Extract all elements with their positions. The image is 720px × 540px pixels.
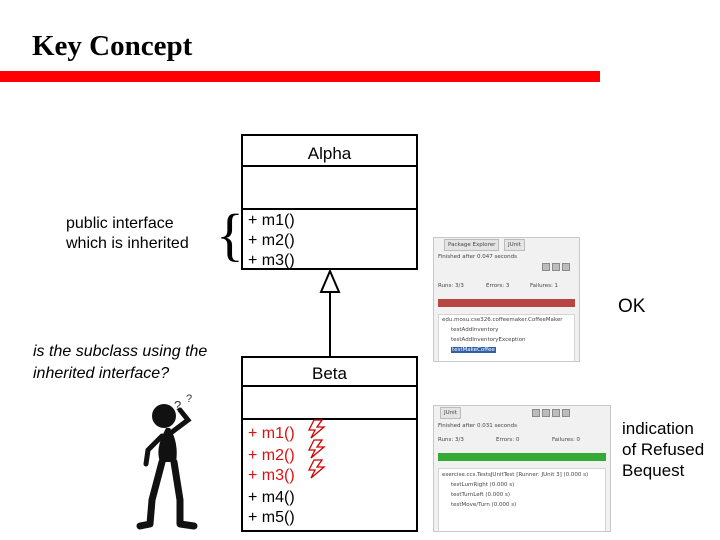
beta-method-m4: + m4() bbox=[248, 489, 295, 506]
beta-class-name: Beta bbox=[312, 364, 347, 383]
refused-markers bbox=[307, 419, 326, 479]
alpha-attribute-divider bbox=[243, 208, 416, 210]
inherited-note-line1: public interface bbox=[66, 215, 174, 232]
junit-progress-bar-red bbox=[438, 299, 575, 307]
lightning-icon bbox=[307, 459, 326, 479]
lightning-icon bbox=[307, 439, 326, 459]
lightning-icon bbox=[307, 419, 326, 439]
refused-bequest-line3: Bequest bbox=[622, 461, 685, 480]
junit-errors: Errors: 0 bbox=[496, 437, 520, 443]
beta-method-m1: + m1() bbox=[248, 425, 295, 442]
tree-item-test[interactable]: testAddInventoryException bbox=[451, 337, 526, 343]
tree-item-suite[interactable]: edu.mosu.cse326.coffeemaker.CoffeeMaker bbox=[442, 317, 563, 323]
beta-method-m5: + m5() bbox=[248, 509, 295, 526]
tab-junit[interactable]: JUnit bbox=[440, 407, 461, 419]
tree-item-test[interactable]: testLumRight (0.000 s) bbox=[451, 482, 515, 488]
alpha-method-m1: + m1() bbox=[248, 212, 295, 229]
tab-junit[interactable]: JUnit bbox=[504, 239, 525, 251]
curly-brace-icon: { bbox=[216, 202, 244, 267]
beta-class-box: Beta + m1() + m2() + m3() + m4() + m5() bbox=[241, 356, 418, 532]
toolbar-next-icon[interactable] bbox=[542, 263, 550, 271]
svg-text:?: ? bbox=[174, 398, 181, 413]
tree-item-test[interactable]: testMove/Turn (0.000 s) bbox=[451, 502, 517, 508]
tree-item-test-selected[interactable]: testMakeCoffee bbox=[451, 347, 496, 353]
beta-method-m3: + m3() bbox=[248, 467, 295, 484]
alpha-class-box: Alpha + m1() + m2() + m3() bbox=[241, 134, 418, 270]
beta-name-divider bbox=[243, 385, 416, 387]
refused-bequest-line1: indication bbox=[622, 419, 694, 438]
svg-text:?: ? bbox=[186, 393, 192, 405]
junit-runs: Runs: 3/3 bbox=[438, 283, 464, 289]
alpha-name-divider bbox=[243, 165, 416, 167]
toolbar-stop-icon[interactable] bbox=[562, 409, 570, 417]
toolbar-next-icon[interactable] bbox=[532, 409, 540, 417]
junit-failures: Failures: 1 bbox=[530, 283, 559, 289]
toolbar-rerun-icon[interactable] bbox=[552, 409, 560, 417]
junit-panel-failing: Package Explorer JUnit Finished after 0.… bbox=[433, 237, 580, 362]
refused-bequest-line2: of Refused bbox=[622, 440, 705, 459]
slide-title: Key Concept bbox=[32, 30, 193, 62]
junit-status: Finished after 0.047 seconds bbox=[438, 254, 518, 260]
junit-runs: Runs: 3/3 bbox=[438, 437, 464, 443]
toolbar-prev-icon[interactable] bbox=[552, 263, 560, 271]
junit-status: Finished after 0.031 seconds bbox=[438, 423, 518, 429]
beta-method-m2: + m2() bbox=[248, 447, 295, 464]
junit-panel-passing: JUnit Finished after 0.031 seconds Runs:… bbox=[433, 405, 611, 532]
inheritance-arrowhead bbox=[319, 268, 341, 293]
inherited-note-line2: which is inherited bbox=[66, 235, 189, 252]
junit-failures: Failures: 0 bbox=[552, 437, 581, 443]
title-underline bbox=[0, 71, 600, 82]
tree-item-suite[interactable]: exercise.ccs.TestsJUnitTest [Runner: JUn… bbox=[442, 472, 589, 478]
question-note-line1: is the subclass using the bbox=[33, 343, 208, 360]
question-note-line2: inherited interface? bbox=[33, 365, 170, 382]
junit-test-tree: edu.mosu.cse326.coffeemaker.CoffeeMaker … bbox=[438, 314, 575, 361]
junit-errors: Errors: 3 bbox=[486, 283, 510, 289]
junit-test-tree: exercise.ccs.TestsJUnitTest [Runner: JUn… bbox=[438, 468, 606, 531]
tree-item-test[interactable]: testTurnLeft (0.000 s) bbox=[451, 492, 510, 498]
alpha-class-name: Alpha bbox=[307, 144, 352, 163]
toolbar-rerun-icon[interactable] bbox=[562, 263, 570, 271]
inheritance-arrow bbox=[319, 268, 341, 356]
tree-item-test[interactable]: testAddInventory bbox=[451, 327, 499, 333]
thinking-figure-image: ? ? bbox=[136, 393, 198, 530]
toolbar-prev-icon[interactable] bbox=[542, 409, 550, 417]
tab-package-explorer[interactable]: Package Explorer bbox=[444, 239, 500, 251]
junit-progress-bar-green bbox=[438, 453, 606, 461]
alpha-method-m2: + m2() bbox=[248, 232, 295, 249]
ok-label: OK bbox=[618, 296, 646, 317]
beta-attribute-divider bbox=[243, 418, 416, 420]
alpha-method-m3: + m3() bbox=[248, 252, 295, 269]
